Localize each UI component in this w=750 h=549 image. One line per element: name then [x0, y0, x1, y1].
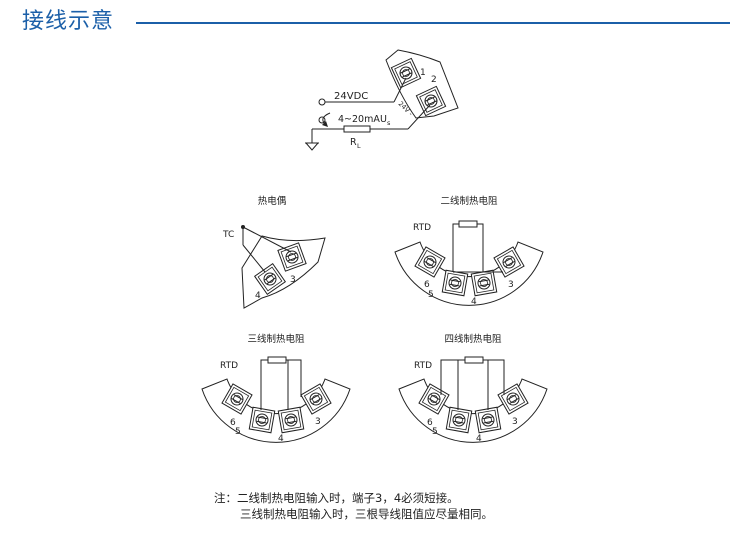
rtd4-label: RTD — [414, 361, 432, 371]
terminal-2-label: 2 — [431, 75, 437, 85]
terminal-5 — [441, 269, 469, 297]
terminal-5-label: 5 — [235, 427, 241, 437]
rtd-element — [458, 220, 478, 228]
supply-label: 24VDC — [334, 91, 368, 102]
rtd2-label: RTD — [413, 223, 431, 233]
section-header: 接线示意 — [22, 6, 730, 38]
tc-label: TC — [222, 230, 234, 240]
ground-icon — [305, 142, 319, 151]
load-resistor — [343, 125, 371, 133]
signal-label: 4~20mA — [338, 114, 380, 125]
rtd3-label: RTD — [220, 361, 238, 371]
terminal-4-label: 4 — [255, 291, 261, 301]
resistor-label: R — [350, 137, 357, 148]
rtd-element — [267, 356, 287, 364]
note-line-2: 三线制热电阻输入时，三根导线阻值应尽量相同。 — [240, 507, 493, 521]
terminal-4 — [470, 269, 498, 297]
terminal-3-label: 3 — [315, 417, 321, 427]
signal-terminal — [318, 116, 326, 124]
rtd4-title: 四线制热电阻 — [444, 333, 502, 345]
terminal-5 — [445, 406, 473, 434]
terminal-4-label: 4 — [278, 434, 284, 444]
voltage-sub: s — [387, 119, 391, 127]
terminal-5-label: 5 — [428, 290, 434, 300]
note-line-1: 注：二线制热电阻输入时，端子3，4必须短接。 — [214, 491, 459, 505]
terminal-1-label: 1 — [420, 68, 426, 78]
terminal-6-label: 6 — [424, 280, 430, 290]
terminal-3-label: 3 — [508, 280, 514, 290]
terminal-4-label: 4 — [476, 434, 482, 444]
terminal-6-label: 6 — [230, 418, 236, 428]
header-divider — [136, 22, 730, 24]
rtd-4wire-diagram: 四线制热电阻 6 5 4 3 RTD — [398, 333, 548, 444]
thermocouple-diagram: 热电偶 3 4 TC — [222, 195, 326, 309]
terminal-4 — [474, 406, 502, 434]
terminal-5-label: 5 — [432, 427, 438, 437]
resistor-sub: L — [357, 142, 361, 150]
rtd2-title: 二线制热电阻 — [440, 195, 498, 207]
section-title: 接线示意 — [22, 9, 115, 34]
output-loop-diagram: 1 2 24V - 24VDC 4~20mA U s R L — [305, 49, 459, 151]
housing-arc — [394, 241, 544, 306]
tc-title: 热电偶 — [258, 195, 287, 207]
rtd-3wire-diagram: 三线制热电阻 6 5 4 3 RTD — [201, 333, 351, 444]
wiring-note: 注：二线制热电阻输入时，端子3，4必须短接。 三线制热电阻输入时，三根导线阻值应… — [214, 490, 493, 522]
rtd-element — [464, 356, 484, 364]
rtd-2wire-diagram: 二线制热电阻 6 5 4 3 RTD — [394, 195, 544, 307]
voltage-label: U — [380, 114, 387, 125]
housing-arc — [201, 378, 351, 443]
terminal-5 — [248, 406, 276, 434]
terminal-3-label: 3 — [290, 275, 296, 285]
housing-fragment — [241, 235, 326, 309]
supply-terminal — [318, 98, 326, 106]
housing-arc — [398, 378, 548, 443]
rtd3-title: 三线制热电阻 — [247, 333, 305, 345]
terminal-3-label: 3 — [512, 417, 518, 427]
terminal-6-label: 6 — [427, 418, 433, 428]
terminal-4-label: 4 — [471, 297, 477, 307]
terminal-4 — [277, 406, 305, 434]
